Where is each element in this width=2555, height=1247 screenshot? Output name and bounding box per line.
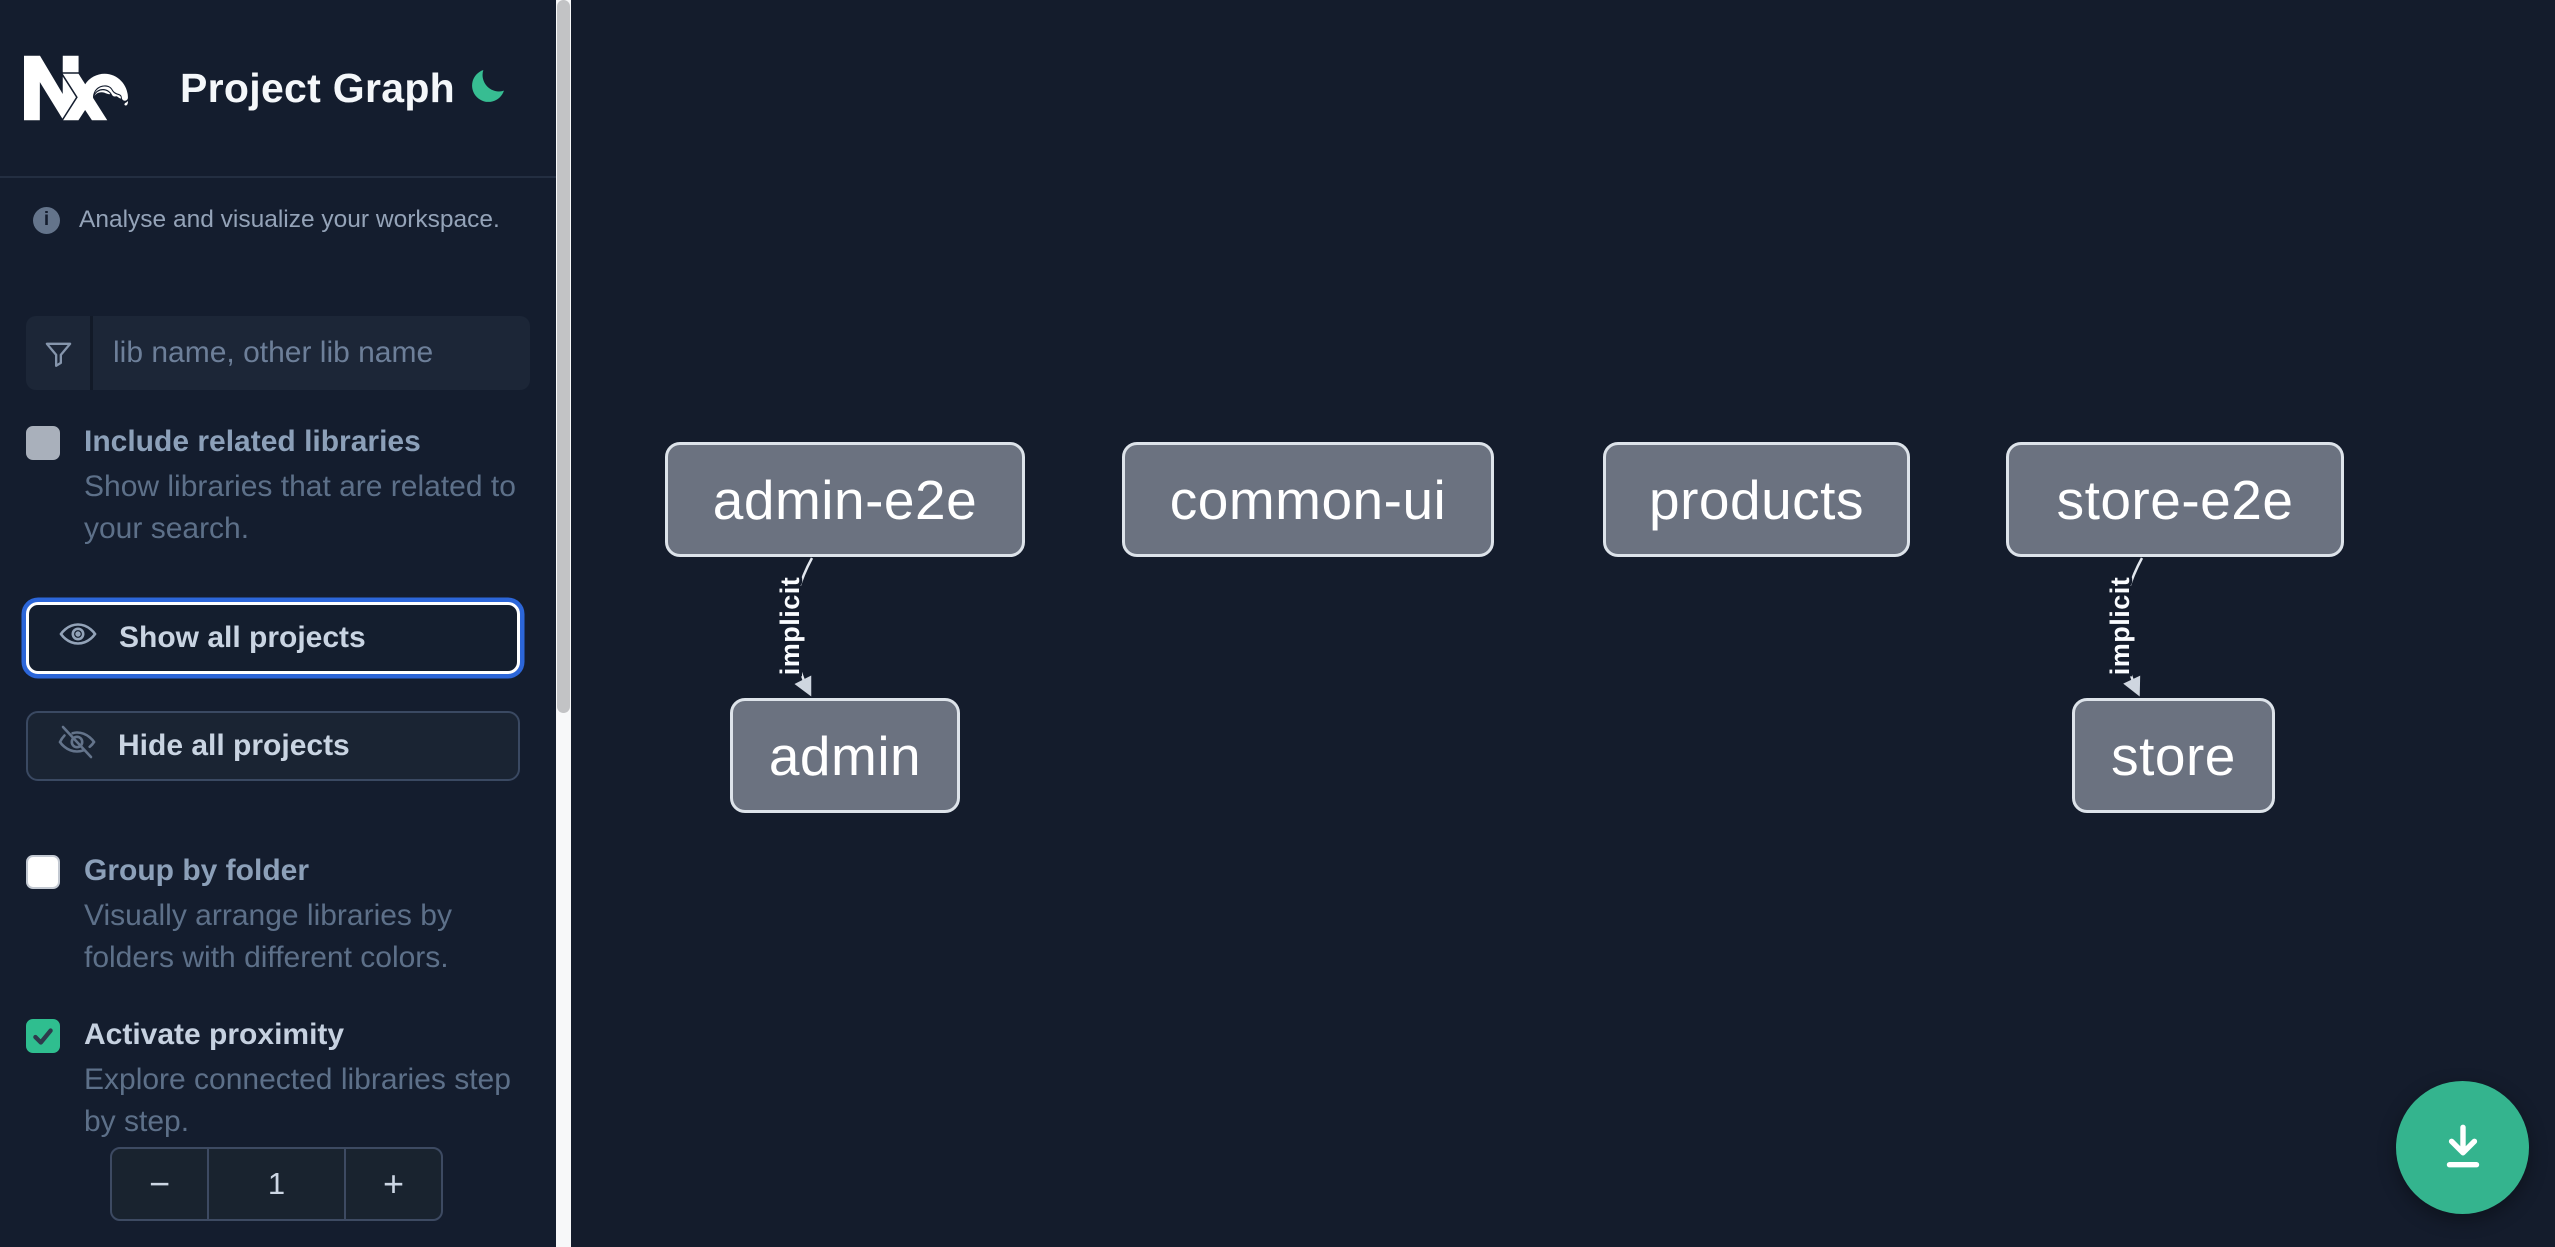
edge-label: implicit <box>775 577 805 676</box>
show-all-projects-label: Show all projects <box>119 621 366 654</box>
option-label: Group by folder <box>84 854 309 887</box>
graph-node-admin[interactable]: admin <box>730 698 960 813</box>
graph-node-store-e2e[interactable]: store-e2e <box>2006 442 2344 557</box>
app-header: Project Graph <box>0 0 556 178</box>
moon-icon <box>466 66 508 111</box>
increment-button[interactable]: + <box>344 1149 441 1219</box>
search-box <box>26 316 530 390</box>
graph-node-admin-e2e[interactable]: admin-e2e <box>665 442 1025 557</box>
info-icon: i <box>33 206 60 234</box>
option-activate-proximity[interactable]: Activate proximity Explore connected lib… <box>26 1017 530 1143</box>
hide-all-projects-label: Hide all projects <box>118 729 350 762</box>
nx-logo <box>24 36 128 140</box>
theme-toggle-button[interactable] <box>464 65 510 111</box>
sidebar: Project Graph i Analyse and visualize yo… <box>0 0 556 1247</box>
show-all-projects-button[interactable]: Show all projects <box>26 602 520 674</box>
filter-funnel-icon <box>26 316 93 390</box>
sidebar-scrollbar[interactable] <box>556 0 571 1247</box>
option-include-related-libraries[interactable]: Include related libraries Show libraries… <box>26 424 530 550</box>
search-input[interactable] <box>93 316 530 390</box>
graph-canvas[interactable]: implicit implicit admin-e2e common-ui produ… <box>571 0 2555 1247</box>
proximity-depth-value: 1 <box>267 1166 286 1201</box>
graph-edges-layer: implicit implicit <box>772 557 2144 697</box>
edge-label: implicit <box>2105 577 2135 676</box>
edge-store-e2e-store[interactable] <box>2121 557 2144 697</box>
eye-off-icon <box>57 722 97 770</box>
checkbox-activate-proximity[interactable] <box>26 1019 60 1053</box>
sidebar-body: i Analyse and visualize your workspace. … <box>0 206 556 1221</box>
graph-node-store[interactable]: store <box>2072 698 2275 813</box>
tagline-text: Analyse and visualize your workspace. <box>79 206 500 233</box>
option-label: Activate proximity <box>84 1018 345 1051</box>
option-group-by-folder[interactable]: Group by folder Visually arrange librari… <box>26 853 530 979</box>
checkbox-include-related-libraries[interactable] <box>26 426 60 460</box>
option-description: Show libraries that are related to your … <box>84 470 516 545</box>
graph-node-common-ui[interactable]: common-ui <box>1122 442 1494 557</box>
option-description: Explore connected libraries step by step… <box>84 1063 511 1138</box>
hide-all-projects-button[interactable]: Hide all projects <box>26 711 520 781</box>
download-icon <box>2436 1119 2490 1176</box>
eye-icon <box>58 614 98 662</box>
tagline: i Analyse and visualize your workspace. <box>26 206 530 234</box>
option-description: Visually arrange libraries by folders wi… <box>84 899 452 974</box>
checkbox-group-by-folder[interactable] <box>26 855 60 889</box>
app-title: Project Graph <box>180 64 456 111</box>
decrement-button[interactable]: − <box>112 1149 209 1219</box>
scrollbar-thumb[interactable] <box>557 0 570 713</box>
edge-admin-e2e-admin[interactable] <box>791 557 814 697</box>
option-label: Include related libraries <box>84 425 421 458</box>
graph-node-products[interactable]: products <box>1603 442 1910 557</box>
download-graph-button[interactable] <box>2396 1081 2529 1214</box>
proximity-depth-stepper: − 1 + <box>110 1147 443 1221</box>
